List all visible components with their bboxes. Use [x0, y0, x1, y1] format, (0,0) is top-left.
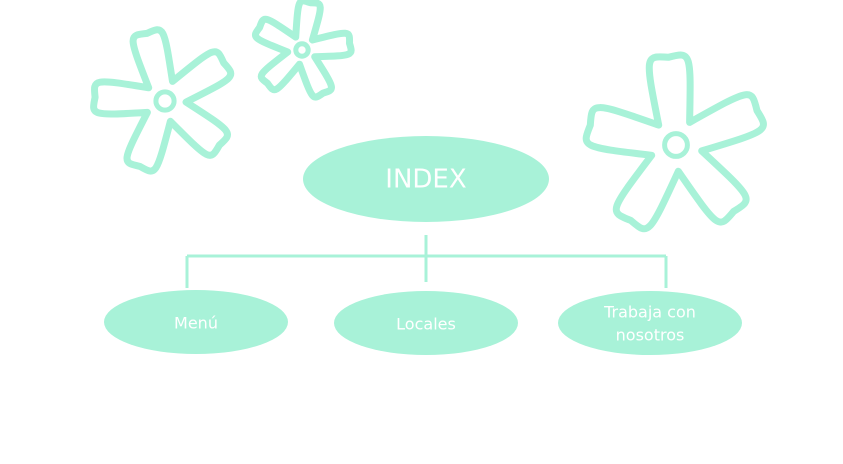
- decorations: [90, 0, 767, 233]
- child-node-locales-shape: [334, 291, 518, 355]
- root-node-label: INDEX: [385, 165, 466, 195]
- root-node[interactable]: INDEX: [303, 136, 549, 222]
- child-node-trabaja-label-line-2: nosotros: [616, 326, 685, 345]
- child-node-locales-label: Locales: [396, 315, 456, 334]
- child-node-locales[interactable]: Locales: [334, 291, 518, 355]
- flower-icon: [252, 0, 355, 101]
- flower-center: [293, 41, 311, 59]
- child-node-trabaja-shape: [558, 291, 742, 355]
- child-node-menu-label: Menú: [174, 314, 218, 333]
- child-node-menu-shape: [104, 290, 288, 354]
- flower-outline: [252, 0, 355, 101]
- flower-icon: [90, 26, 235, 175]
- root-node-shape: [303, 136, 549, 222]
- flower-outline: [582, 51, 767, 233]
- flower-outline: [90, 26, 235, 175]
- child-node-menu[interactable]: Menú: [104, 290, 288, 354]
- flower-center: [153, 89, 177, 113]
- child-node-trabaja[interactable]: Trabaja con nosotros: [558, 291, 742, 355]
- child-node-trabaja-label-line-1: Trabaja con: [603, 303, 696, 322]
- flower-icon: [582, 51, 767, 233]
- connectors: [185, 235, 668, 288]
- flower-center: [662, 131, 690, 159]
